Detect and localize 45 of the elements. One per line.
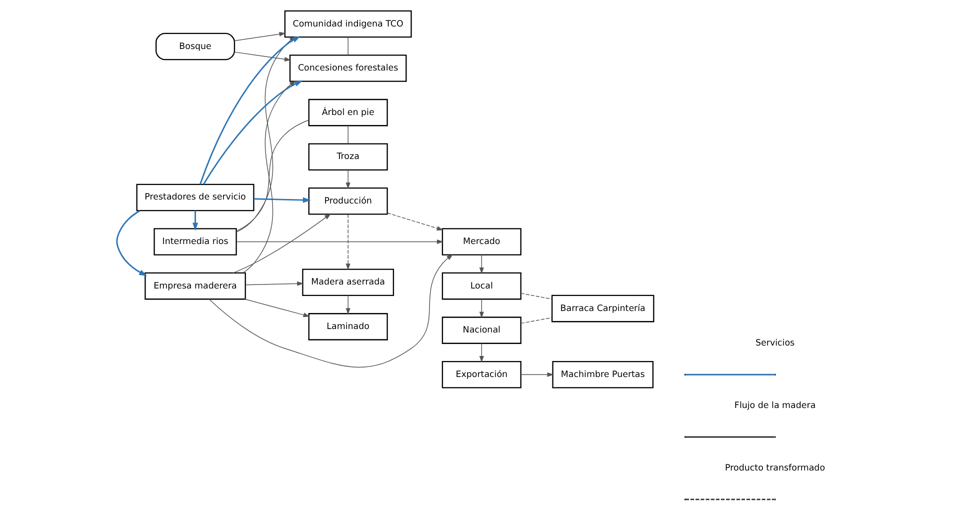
connector [347,36,348,56]
arrow [232,214,330,274]
arrow [242,80,296,274]
node-box: Prestadores de servicio [136,184,254,212]
node-box: Producción [308,187,388,215]
arrow [234,32,286,42]
arrow [478,343,484,363]
arrow [116,210,147,276]
node-box: Empresa maderera [144,272,246,300]
arrow [244,281,304,286]
arrow [236,239,443,244]
node-box: Concesiones forestales [288,54,406,82]
arrow [345,214,350,270]
node-box: Exportación [441,360,521,388]
connector [236,120,309,232]
node-box: Mercado [441,228,521,256]
connector [347,125,348,144]
node-box: Barraca Carpintería [550,294,654,322]
node-box: Nacional [441,316,521,344]
arrow [202,80,302,185]
node-box: Árbol en pie [308,98,388,126]
arrow [478,254,484,274]
node-box: Bosque [155,32,235,60]
node-box: Comunidad indigena TCO [284,10,412,38]
arrow [520,372,554,377]
legend-label: Flujo de la madera [734,401,816,412]
node-box: Intermedia rios [153,228,236,256]
arrow [345,170,350,190]
connector [520,317,552,324]
arrow [345,295,350,315]
node-box: Laminado [308,313,388,340]
arrow [253,197,310,203]
arrow [386,212,443,230]
arrow [192,210,198,231]
node-box: Machimbre Puertas [552,360,654,388]
legend-label: Servicios [755,338,794,349]
arrow [208,254,453,368]
arrow [244,298,310,318]
node-box: Madera aserrada [302,268,394,296]
arrow [234,52,291,62]
node-box: Troza [308,143,388,170]
connector [520,292,552,300]
arrow [478,298,484,318]
node-box: Local [441,272,521,300]
legend-label: Producto transformado [724,463,825,474]
